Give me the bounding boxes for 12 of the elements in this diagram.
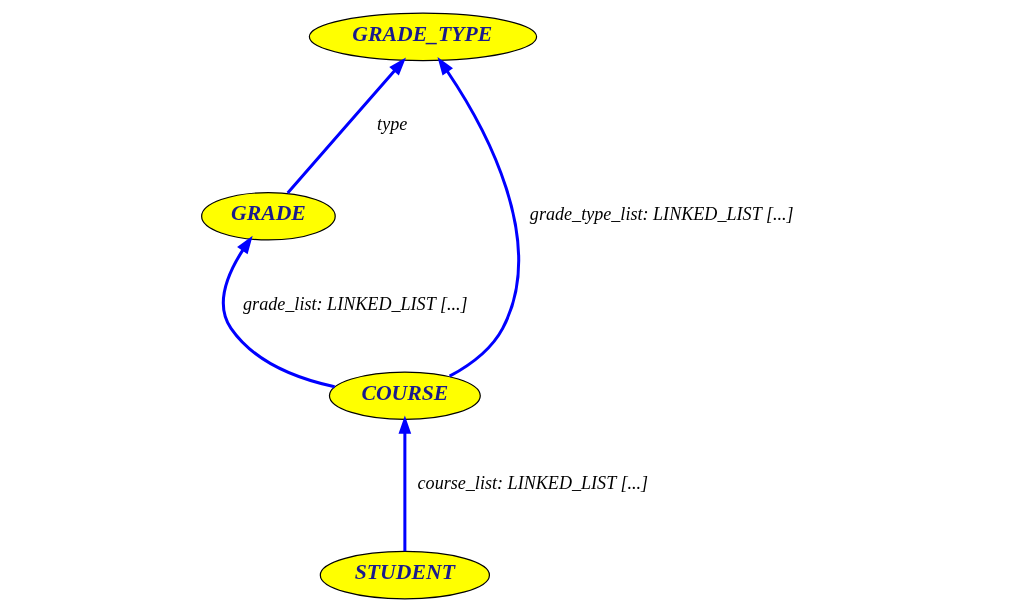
node-ellipse: COURSE — [328, 371, 481, 420]
arrow — [398, 415, 412, 552]
edge-label: grade_list: LINKED_LIST [...] — [243, 293, 468, 314]
arrow — [286, 57, 406, 194]
node-ellipse: GRADE — [201, 192, 336, 241]
node-ellipse: STUDENT — [319, 550, 490, 600]
arrow — [437, 57, 521, 378]
edge-label: grade_type_list: LINKED_LIST [...] — [529, 203, 794, 224]
arrow — [222, 235, 335, 389]
edge-label: type — [377, 114, 408, 135]
edge-label: course_list: LINKED_LIST [...] — [417, 473, 649, 494]
node-ellipse: GRADE_TYPE — [308, 12, 538, 62]
